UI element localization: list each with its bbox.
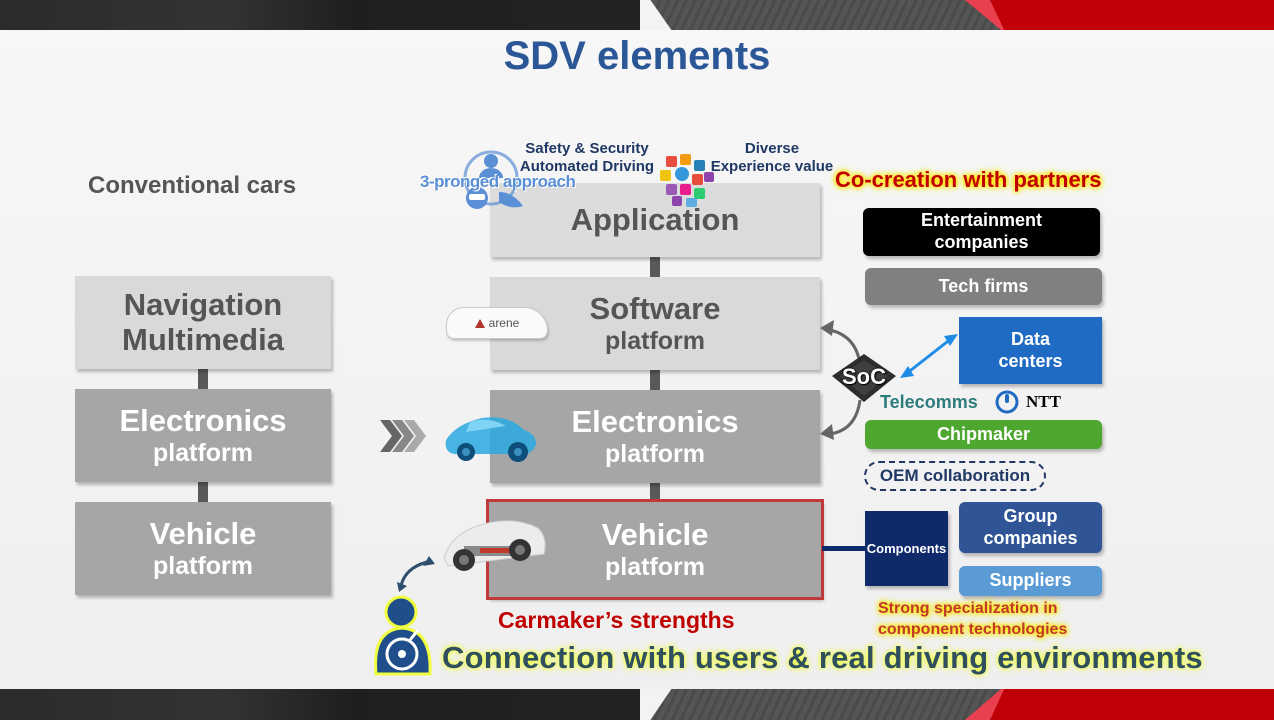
conventional-electronics-platform-block: Electronics platform <box>75 389 331 482</box>
arene-label: arene <box>488 316 520 330</box>
label-line1: Diverse <box>744 140 800 157</box>
carmaker-strengths-label: Carmaker’s strengths <box>498 607 735 633</box>
tech-firms-box: Tech firms <box>865 268 1102 305</box>
data-centers-box: Data centers <box>959 317 1102 384</box>
conventional-cars-heading: Conventional cars <box>88 172 297 199</box>
block-line1: Vehicle <box>601 517 709 553</box>
chipmaker-box: Chipmaker <box>865 420 1102 449</box>
app-icons-cluster-icon <box>660 154 714 207</box>
block-line2: Multimedia <box>122 321 284 357</box>
block-line2: platform <box>605 439 705 468</box>
entertainment-companies-box: Entertainment companies <box>863 208 1100 256</box>
label-line1: Strong specialization in <box>878 600 1058 617</box>
soc-chip-icon <box>832 354 896 402</box>
connector <box>198 368 208 390</box>
block-line1: Vehicle <box>149 516 257 552</box>
group-companies-box: Group companies <box>959 502 1102 553</box>
block-line1: Navigation <box>123 286 283 322</box>
sdv-application-block: Application <box>490 183 820 257</box>
ntt-logo-icon <box>995 390 1019 414</box>
vehicle-chassis-image-icon <box>443 520 546 571</box>
suppliers-box: Suppliers <box>959 566 1102 596</box>
sdv-software-platform-block: Software platform <box>490 277 820 370</box>
specialization-label: Strong specialization in component techn… <box>878 599 1067 641</box>
top-decorative-bar <box>0 0 1274 30</box>
box-line2: companies <box>983 527 1078 548</box>
co-creation-heading: Co-creation with partners <box>835 167 1102 192</box>
oem-collaboration-label: OEM collaboration <box>864 461 1046 491</box>
box-line1: Data <box>1010 328 1050 349</box>
soc-label: SoC <box>842 364 886 389</box>
connected-car-image-icon <box>445 417 536 462</box>
slide-title: SDV elements <box>503 34 771 78</box>
box-line2: companies <box>934 232 1029 252</box>
arene-car-badge: arene <box>446 307 548 339</box>
bottom-decorative-bar <box>0 689 1274 720</box>
three-pronged-approach-icon <box>463 150 523 209</box>
driver-icon <box>374 595 432 676</box>
chevron-arrows-icon <box>380 420 426 452</box>
three-pronged-approach-label: 3-pronged approach <box>420 172 576 191</box>
block-line1: Electronics <box>571 404 739 440</box>
box-line1: Group <box>1003 505 1058 526</box>
connection-users-banner: Connection with users & real driving env… <box>442 640 1203 675</box>
box-line1: Entertainment <box>920 210 1043 231</box>
connector <box>650 370 660 390</box>
block-line1: Software <box>589 291 721 327</box>
block-line1: Application <box>570 201 740 237</box>
conventional-navigation-multimedia-block: Navigation Multimedia <box>75 276 331 369</box>
label-line2: Automated Driving <box>519 158 655 175</box>
connector <box>650 257 660 277</box>
connector <box>650 483 660 503</box>
conventional-vehicle-platform-block: Vehicle platform <box>75 502 331 595</box>
telecomms-label: Telecomms <box>880 392 978 412</box>
block-line2: platform <box>605 326 705 355</box>
label-line2: Experience value <box>710 158 834 175</box>
block-line1: Electronics <box>119 403 287 439</box>
block-line2: platform <box>153 551 253 580</box>
components-connector-line <box>822 546 866 551</box>
block-line2: platform <box>153 438 253 467</box>
box-line2: centers <box>998 350 1063 371</box>
ntt-label: NTT <box>1026 392 1061 411</box>
sdv-electronics-platform-block: Electronics platform <box>490 390 820 483</box>
diverse-experience-label: Diverse Experience value <box>702 140 842 176</box>
label-line1: Safety & Security <box>525 140 649 157</box>
connector <box>198 482 208 504</box>
safety-automated-label: Safety & Security Automated Driving <box>512 140 662 176</box>
label-line2: component technologies <box>878 620 1068 638</box>
double-arrow-icon <box>397 556 435 592</box>
components-box: Components <box>865 511 948 586</box>
block-line2: platform <box>605 552 705 581</box>
blue-double-arrow-icon <box>900 334 958 378</box>
arene-logo-icon <box>474 318 485 328</box>
